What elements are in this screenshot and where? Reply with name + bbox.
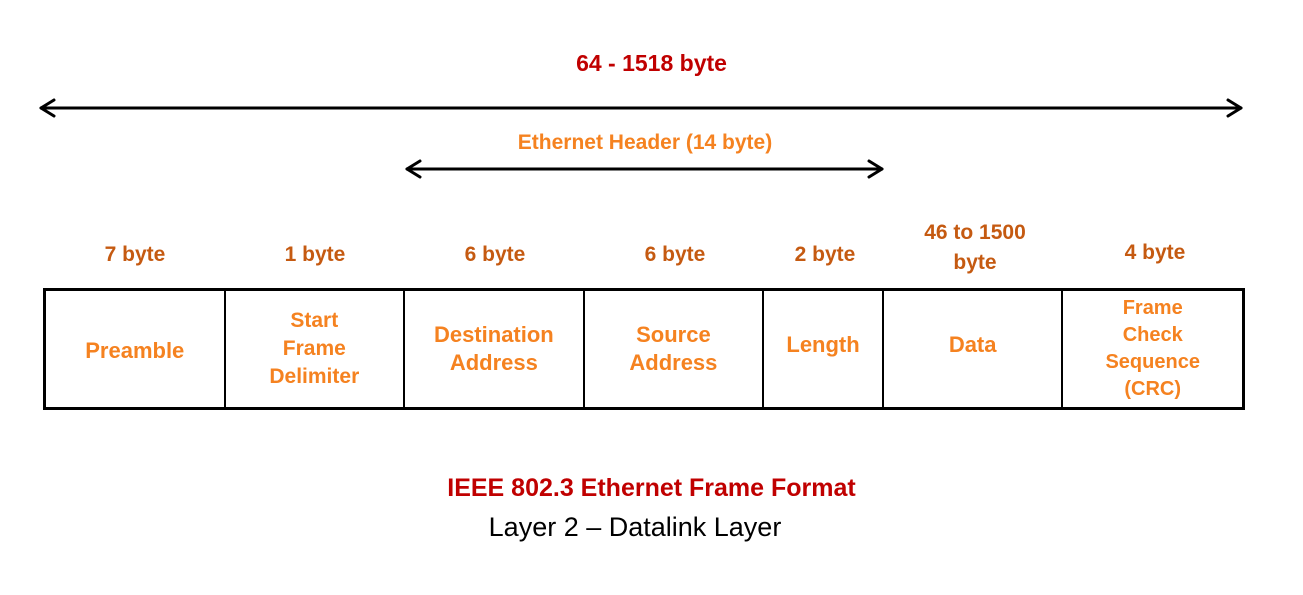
size-label-length: 2 byte <box>794 243 856 266</box>
field-label: Data <box>948 332 997 357</box>
total-size-arrow <box>39 98 1243 118</box>
header-span-arrow <box>405 159 884 179</box>
field-label: Destination Address <box>433 322 554 375</box>
size-label-preamble: 7 byte <box>104 243 166 266</box>
field-label: Start Frame Delimiter <box>269 309 360 388</box>
field-data: Data <box>884 291 1064 407</box>
diagram-subtitle: Layer 2 – Datalink Layer <box>488 512 782 542</box>
field-label: Frame Check Sequence (CRC) <box>1105 297 1200 400</box>
frame-field-table: Preamble Start Frame Delimiter Destinati… <box>43 288 1245 410</box>
size-label-data: 46 to 1500 byte <box>924 221 1026 274</box>
field-source-address: Source Address <box>585 291 765 407</box>
total-size-label: 64 - 1518 byte <box>576 50 727 76</box>
size-label-fcs: 4 byte <box>1124 241 1186 264</box>
size-label-source: 6 byte <box>644 243 706 266</box>
field-preamble: Preamble <box>46 291 226 407</box>
size-label-sfd: 1 byte <box>284 243 346 266</box>
field-start-frame-delimiter: Start Frame Delimiter <box>226 291 406 407</box>
field-label: Source Address <box>629 322 718 375</box>
field-label: Preamble <box>85 338 185 363</box>
field-frame-check-sequence: Frame Check Sequence (CRC) <box>1063 291 1242 407</box>
field-label: Length <box>786 332 860 357</box>
field-length: Length <box>764 291 884 407</box>
ethernet-header-label: Ethernet Header (14 byte) <box>517 131 773 154</box>
diagram-title: IEEE 802.3 Ethernet Frame Format <box>447 474 856 502</box>
field-destination-address: Destination Address <box>405 291 585 407</box>
size-label-destination: 6 byte <box>464 243 526 266</box>
